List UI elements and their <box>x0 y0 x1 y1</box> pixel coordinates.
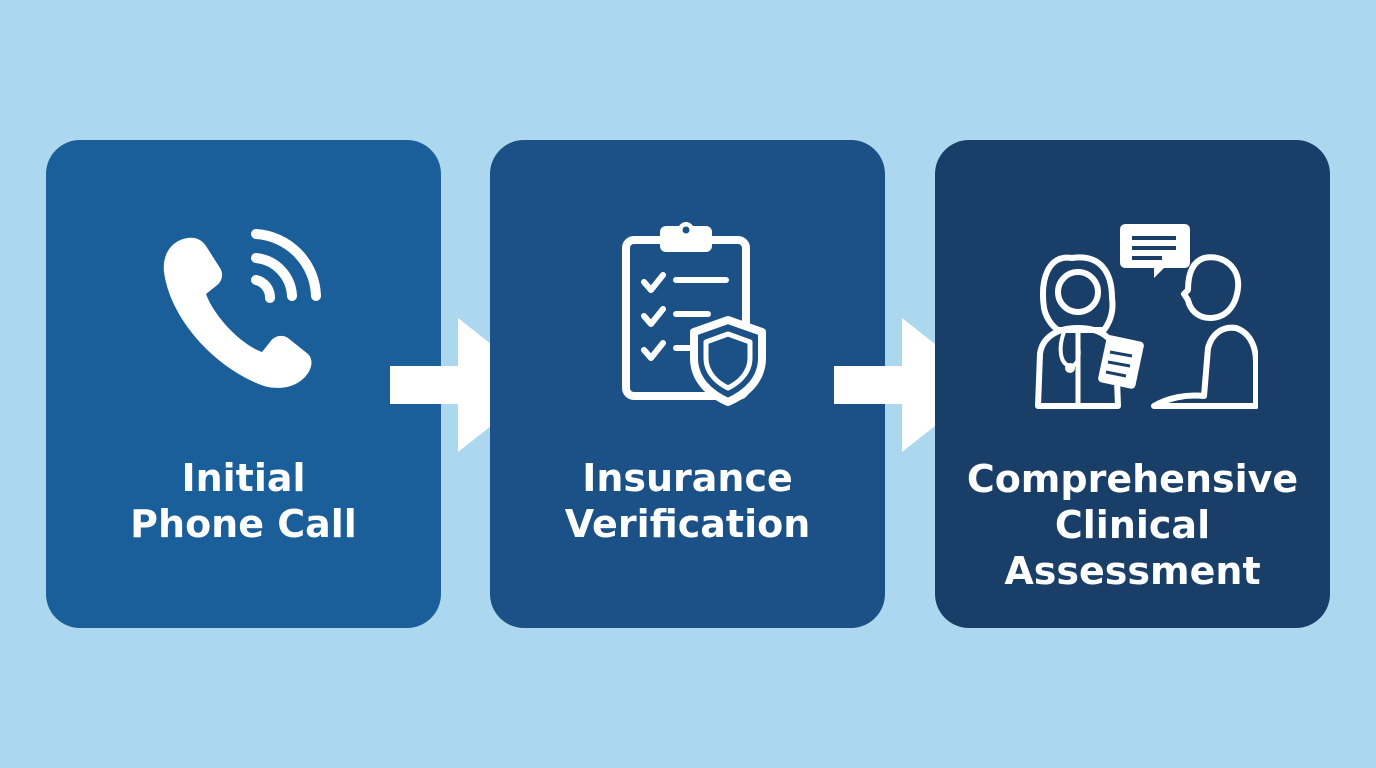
step-label-line: Initial <box>181 456 306 500</box>
step-initial-phone-call: Initial Phone Call <box>46 140 441 628</box>
clipboard-shield-icon <box>490 218 885 418</box>
step-label: Comprehensive Clinical Assessment <box>935 456 1330 594</box>
arrow-right-icon <box>390 318 543 452</box>
step-label-line: Phone Call <box>130 502 357 546</box>
step-comprehensive-clinical-assessment: Comprehensive Clinical Assessment <box>935 140 1330 628</box>
step-label: Insurance Verification <box>490 455 885 547</box>
step-label-line: Comprehensive <box>966 457 1299 501</box>
step-label-line: Clinical <box>1054 503 1211 547</box>
step-label-line: Insurance <box>582 456 793 500</box>
step-insurance-verification: Insurance Verification <box>490 140 885 628</box>
step-label: Initial Phone Call <box>46 455 441 547</box>
arrow-right-icon <box>834 318 987 452</box>
step-label-line: Verification <box>564 502 811 546</box>
step-label-line: Assessment <box>1004 549 1261 593</box>
doctor-patient-consultation-icon <box>935 218 1330 418</box>
phone-ringing-icon <box>46 218 441 418</box>
